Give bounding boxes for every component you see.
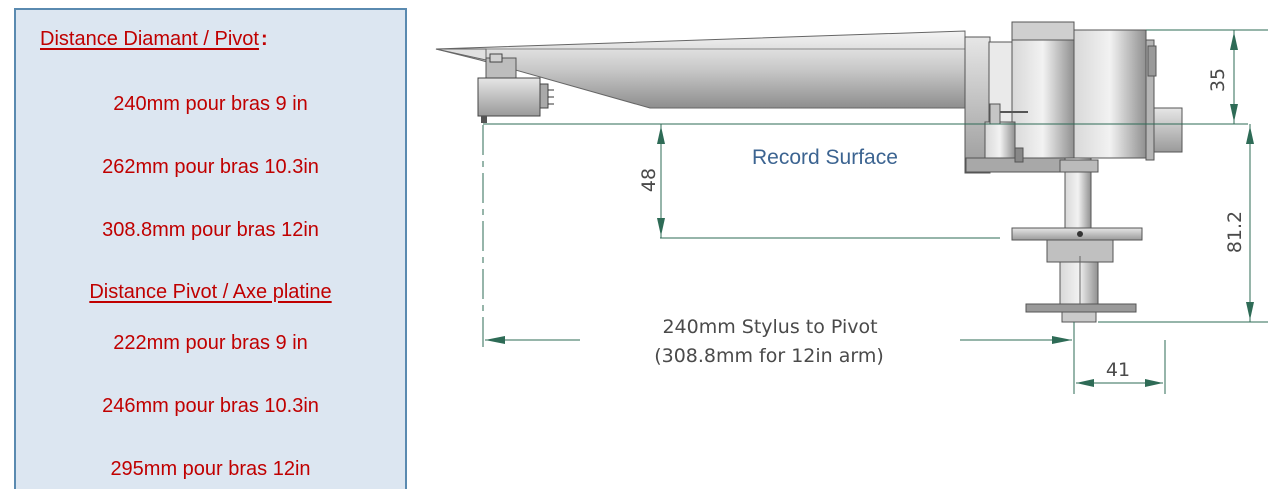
dim-48-label: 48 — [638, 168, 660, 192]
pivot-spindle-12in: 295mm pour bras 12in — [110, 458, 311, 480]
stylus-pivot-9in: 240mm pour bras 9 in — [113, 93, 308, 115]
stylus-pivot-10in: 262mm pour bras 10.3in — [102, 156, 319, 178]
dimension-lines — [482, 29, 1268, 394]
stylus-pivot-12in-label: (308.8mm for 12in arm) — [654, 345, 884, 367]
dim-81-2-label: 81.2 — [1224, 211, 1246, 253]
heading-stylus-pivot-text: Distance Diamant / Pivot — [40, 28, 259, 50]
arrowheads — [485, 32, 1254, 387]
pivot-housing — [964, 21, 1183, 174]
heading-pivot-spindle: Distance Pivot / Axe platine — [89, 281, 332, 303]
tonearm-diagram: 35 48 81.2 41 240mm Stylus to Pivot (308… — [435, 21, 1268, 394]
info-panel: Distance Diamant / Pivot: 240mm pour bra… — [14, 8, 407, 489]
pivot-pillar — [1011, 157, 1143, 323]
headshell-cartridge — [477, 53, 554, 123]
heading-stylus-pivot: Distance Diamant / Pivot: — [40, 27, 268, 51]
armtube — [435, 30, 966, 109]
record-surface-label: Record Surface — [752, 146, 898, 169]
stylus-pivot-12in: 308.8mm pour bras 12in — [102, 219, 319, 241]
dim-35-label: 35 — [1207, 68, 1229, 92]
stylus-pivot-label: 240mm Stylus to Pivot — [662, 316, 877, 338]
dim-41-label: 41 — [1106, 359, 1130, 381]
heading-colon: : — [260, 28, 268, 50]
pivot-spindle-9in: 222mm pour bras 9 in — [113, 332, 308, 354]
pivot-spindle-10in: 246mm pour bras 10.3in — [102, 395, 319, 417]
